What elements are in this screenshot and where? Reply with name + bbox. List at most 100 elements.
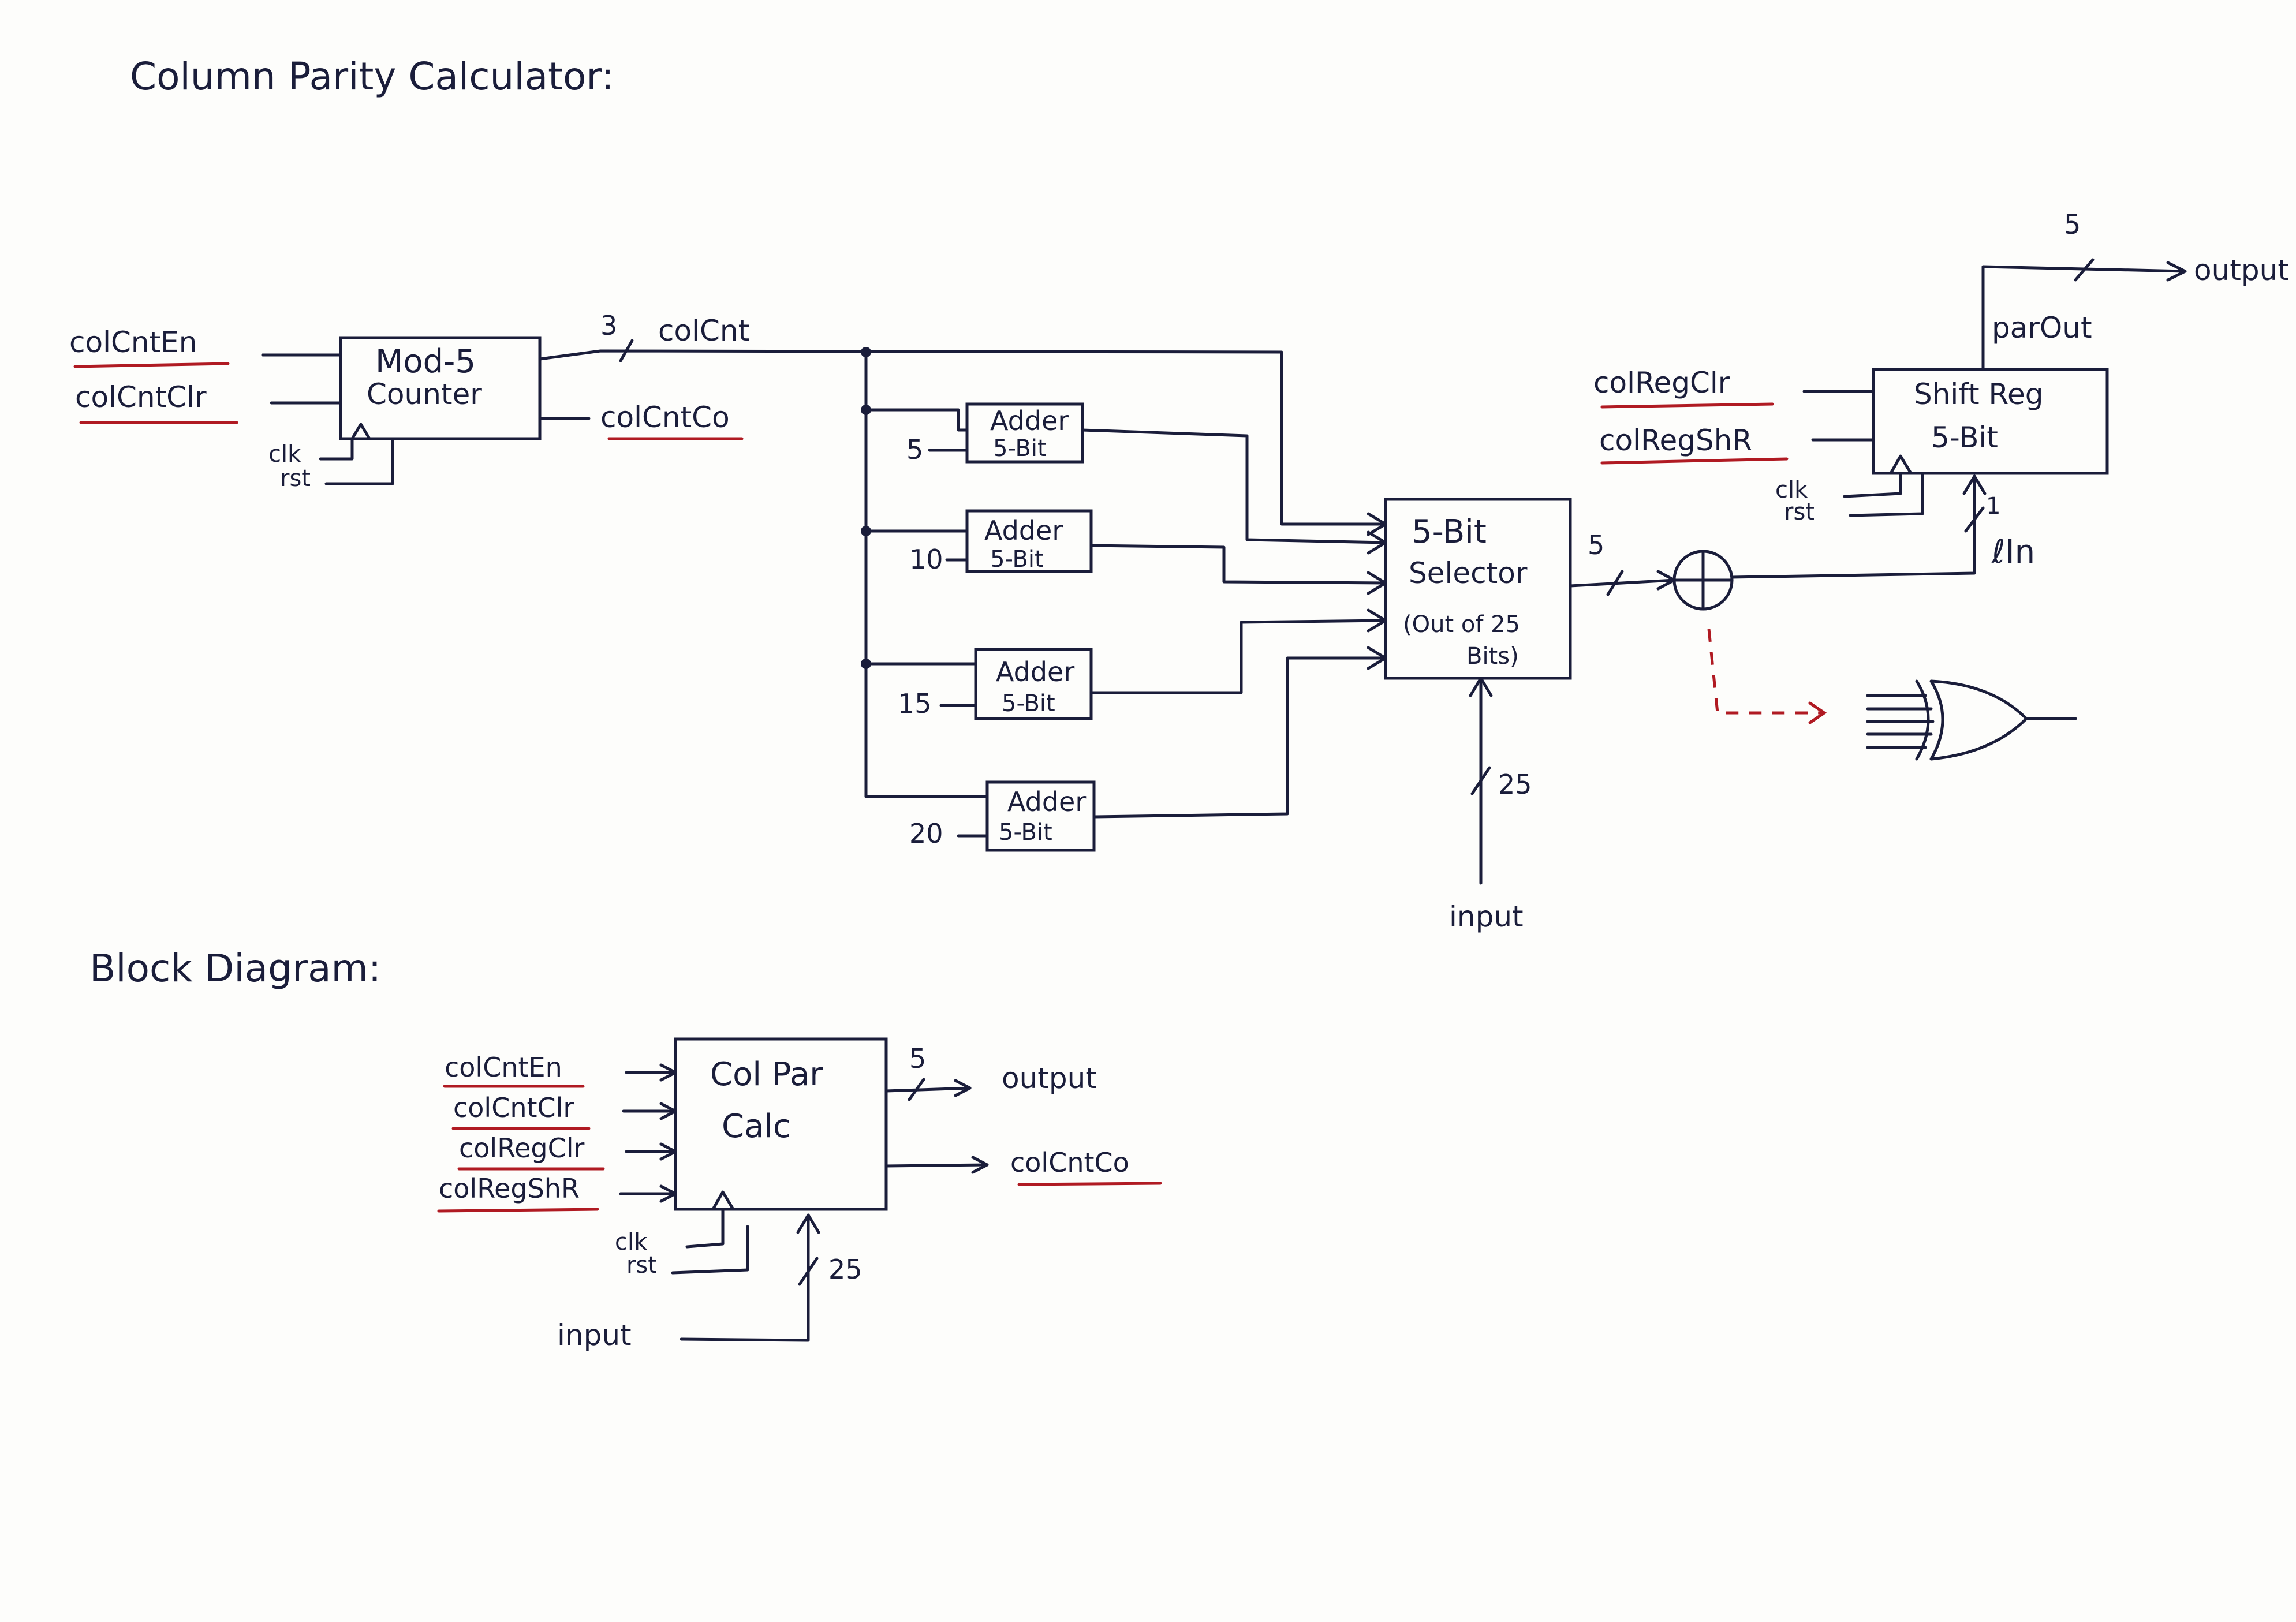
- input-label: input: [1449, 900, 1524, 933]
- block-output-wire: [884, 1086, 972, 1093]
- shift-reg-rst-label: rst: [1784, 499, 1815, 525]
- input-width-slash: [1470, 766, 1491, 795]
- counter-rst-wire: [324, 437, 394, 485]
- block-input-arrow: [659, 1063, 677, 1082]
- block-output-arrow: [954, 1079, 972, 1097]
- block-output-width: 5: [909, 1043, 926, 1074]
- adder4-const: 20: [909, 818, 943, 849]
- adder2-label-line2: 5-Bit: [990, 546, 1044, 573]
- input-width: 25: [1498, 769, 1532, 800]
- serial-in-wire: [1730, 474, 1976, 579]
- col-par-calc-box: [674, 1037, 888, 1211]
- block-carry-arrow: [971, 1156, 989, 1174]
- par-out-slash: [2074, 258, 2095, 282]
- block-label-line2: Calc: [722, 1108, 791, 1145]
- adder2-label-line1: Adder: [984, 515, 1063, 546]
- selector-label-line4: Bits): [1466, 643, 1519, 670]
- shift-reg-clock-triangle: [1889, 454, 1913, 475]
- par-out-wire: [1981, 265, 2187, 371]
- block-input-arrow: [659, 1184, 677, 1203]
- block-carry-wire: [884, 1163, 989, 1168]
- block-rst-wire: [671, 1225, 749, 1275]
- counter-label-line1: Mod-5: [375, 343, 476, 380]
- adder1-label-line1: Adder: [990, 405, 1069, 436]
- counter-label-line2: Counter: [367, 378, 482, 411]
- adder1-const: 5: [906, 434, 923, 465]
- adder4-label-line1: Adder: [1007, 786, 1086, 817]
- block-carry-label: colCntCo: [1010, 1147, 1129, 1178]
- selector-out-width: 5: [1588, 529, 1604, 560]
- selector-box: [1384, 498, 1572, 680]
- par-out-label: parOut: [1992, 311, 2092, 345]
- adder3-const: 15: [898, 688, 932, 719]
- xor-expansion-arrowhead: [1808, 701, 1827, 724]
- block-input-colregshr: colRegShR: [439, 1173, 580, 1204]
- shift-reg-clk-wire: [1843, 472, 1902, 498]
- adder3-label-line2: 5-Bit: [1002, 690, 1055, 717]
- block-clock-triangle: [711, 1190, 735, 1211]
- selector-out-slash: [1606, 570, 1624, 596]
- colcntco-label: colCntCo: [600, 401, 730, 434]
- adder4-out-wire: [1092, 656, 1387, 819]
- tap-junction: [861, 347, 871, 357]
- colcnten-underline: [73, 362, 230, 368]
- colcnt-label: colCnt: [658, 314, 749, 347]
- par-out-width: 5: [2064, 209, 2081, 240]
- block-input-bus-arrow: [796, 1213, 820, 1234]
- block-rst-label: rst: [626, 1252, 657, 1279]
- selector-out-wire: [1569, 578, 1676, 588]
- adder1-out-wire: [1081, 428, 1387, 544]
- adder2-out-wire: [1089, 544, 1387, 585]
- colcnten-label: colCntEn: [69, 326, 197, 359]
- block-input-bus-wire: [680, 1213, 810, 1342]
- counter-clk-wire: [319, 437, 354, 461]
- block-label-line1: Col Par: [710, 1056, 823, 1093]
- adder1-box: [965, 402, 1084, 464]
- counter-clk-label: clk: [268, 441, 301, 468]
- counter-clock-triangle: [350, 423, 371, 440]
- block-carry-underline: [1017, 1182, 1162, 1186]
- block-diagram-title: Block Diagram:: [89, 946, 381, 991]
- adder2-box: [965, 509, 1093, 573]
- counter-rst-label: rst: [280, 465, 311, 492]
- shift-reg-label-line2: 5-Bit: [1931, 421, 1998, 454]
- block-input-width: 25: [828, 1254, 863, 1285]
- selector-label-line2: Selector: [1409, 556, 1528, 590]
- output-arrow: [2166, 261, 2187, 282]
- adder3-label-line1: Adder: [996, 656, 1074, 687]
- block-output-label: output: [1002, 1062, 1097, 1095]
- colcnt-width-slash: [619, 339, 634, 362]
- adder2-const: 10: [909, 544, 943, 575]
- colregshr-label: colRegShR: [1599, 424, 1752, 457]
- output-label: output: [2194, 253, 2289, 287]
- colregclr-label: colRegClr: [1593, 366, 1730, 399]
- xor-gate-icon: [1929, 679, 2028, 761]
- shift-reg-rst-wire: [1849, 472, 1924, 517]
- block-clk-label: clk: [615, 1229, 648, 1255]
- serial-in-width: 1: [1986, 493, 2000, 520]
- block-input-underline: [437, 1208, 599, 1213]
- block-input-colcnten: colCntEn: [445, 1052, 562, 1083]
- shift-reg-box: [1872, 368, 2109, 475]
- shift-reg-label-line1: Shift Reg: [1914, 378, 2044, 411]
- mod5-counter-box: [339, 336, 542, 440]
- colregshr-underline: [1600, 457, 1789, 465]
- block-input-bus-slash: [798, 1257, 819, 1286]
- adder3-out-wire: [1089, 619, 1387, 694]
- block-output-slash: [908, 1078, 925, 1101]
- selector-label-line1: 5-Bit: [1412, 513, 1487, 551]
- serial-in-label: ℓIn: [1991, 533, 2035, 571]
- block-clk-wire: [685, 1208, 725, 1249]
- serial-in-slash: [1964, 506, 1985, 533]
- colcntclr-label: colCntClr: [75, 380, 207, 414]
- block-input-arrow: [659, 1142, 677, 1161]
- xor-gate-icon: [1915, 679, 1930, 761]
- adder3-box: [974, 648, 1093, 720]
- serial-in-arrow: [1962, 474, 1987, 495]
- xor-expansion-dashed-arrow: [1707, 629, 1824, 715]
- colregclr-underline: [1600, 402, 1774, 409]
- block-input-label: input: [557, 1318, 632, 1352]
- page-title: Column Parity Calculator:: [130, 54, 614, 99]
- block-input-colcntclr: colCntClr: [453, 1092, 574, 1123]
